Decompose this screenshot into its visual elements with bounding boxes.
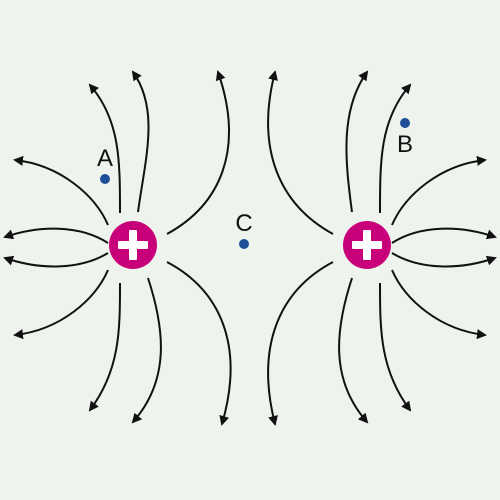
field-line (267, 261, 334, 426)
right-positive-charge (343, 221, 391, 269)
field-line (13, 155, 109, 226)
point-c-label: C (235, 210, 252, 237)
field-line (3, 227, 109, 244)
field-line (267, 70, 334, 235)
point-b-dot (400, 118, 410, 128)
field-line (379, 83, 412, 214)
right-charge-field-lines (267, 70, 497, 426)
field-line (379, 282, 412, 412)
field-line (131, 277, 162, 424)
field-line (131, 70, 150, 213)
point-b: B (397, 118, 413, 158)
left-charge-field-lines (3, 70, 232, 426)
field-line (391, 155, 487, 226)
point-a-dot (100, 174, 110, 184)
field-line (391, 227, 497, 244)
field-line (166, 70, 230, 235)
point-b-label: B (397, 131, 413, 158)
field-line (345, 70, 369, 213)
left-positive-charge (109, 221, 157, 269)
point-a-label: A (97, 145, 113, 172)
field-line (338, 277, 369, 424)
field-line (391, 252, 497, 268)
field-line (166, 261, 232, 426)
point-a: A (97, 145, 113, 184)
point-c: C (235, 210, 253, 249)
field-line (391, 269, 487, 340)
field-line (88, 83, 121, 214)
field-line (13, 269, 109, 340)
point-c-dot (239, 239, 249, 249)
field-line (88, 282, 121, 412)
field-line (3, 252, 109, 268)
